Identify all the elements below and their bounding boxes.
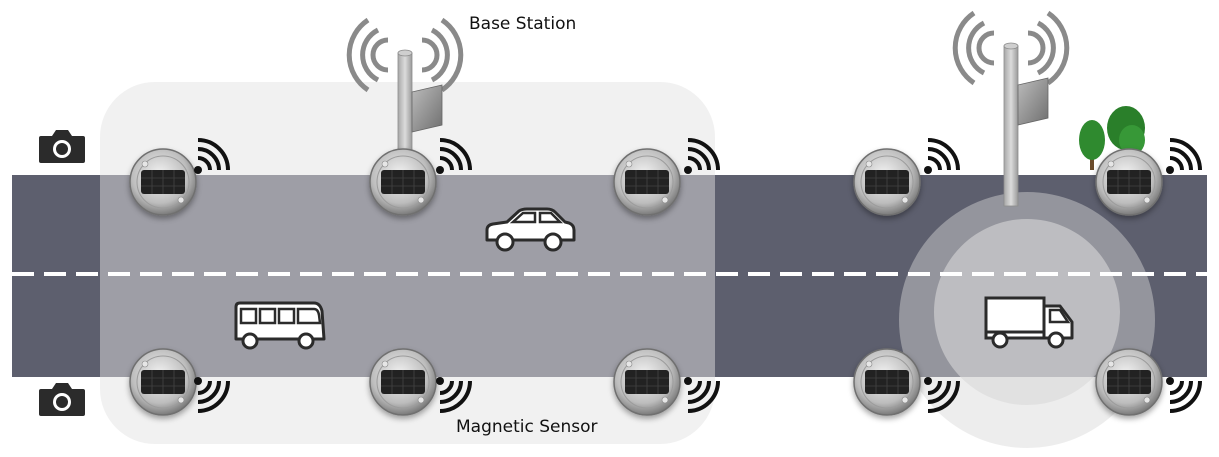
magnetic-sensor-icon — [1095, 148, 1163, 216]
magnetic-sensor-label: Magnetic Sensor — [456, 417, 598, 437]
magnetic-sensor-icon — [369, 148, 437, 216]
magnetic-sensor-icon — [853, 148, 921, 216]
wireless-signal-icon — [1164, 375, 1202, 413]
camera-icon — [39, 383, 85, 416]
base-station-label: Base Station — [469, 14, 577, 34]
camera-icon — [39, 130, 85, 163]
magnetic-sensor-icon — [853, 348, 921, 416]
bus-icon — [234, 301, 326, 350]
magnetic-sensor-icon — [369, 348, 437, 416]
tree-icon — [1079, 106, 1145, 170]
wireless-signal-icon — [1164, 138, 1202, 176]
magnetic-sensor-icon — [1095, 348, 1163, 416]
magnetic-sensor-icon — [613, 348, 681, 416]
wireless-signal-icon — [922, 138, 960, 176]
car-icon — [485, 207, 576, 252]
magnetic-sensor-icon — [613, 148, 681, 216]
truck-icon — [984, 296, 1074, 349]
magnetic-sensor-icon — [129, 148, 197, 216]
magnetic-sensor-icon — [129, 348, 197, 416]
